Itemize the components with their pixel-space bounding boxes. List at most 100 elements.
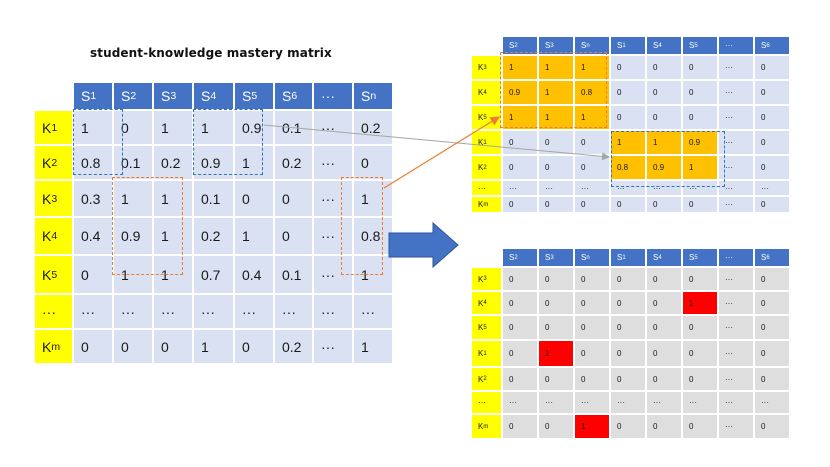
matrix-cell: 0 <box>539 292 573 314</box>
matrix-cell: 0.9 <box>114 218 152 254</box>
matrix-cell: ··· <box>275 295 312 328</box>
matrix-cell: 0 <box>755 197 789 212</box>
matrix-cell: ··· <box>719 197 753 212</box>
matrix-cell: 0 <box>503 131 537 154</box>
matrix-cell: 0 <box>575 368 609 390</box>
matrix-cell: 0.1 <box>194 181 233 216</box>
matrix-cell: ··· <box>539 392 573 413</box>
matrix-cell: 0.8 <box>354 218 392 254</box>
matrix-cell: 0.1 <box>275 256 312 293</box>
matrix-cell: ··· <box>719 392 753 413</box>
matrix-cell: 0 <box>539 415 573 438</box>
matrix-cell: ··· <box>719 316 753 339</box>
matrix-cell: 1 <box>683 292 717 314</box>
matrix-cell: ··· <box>354 295 392 328</box>
matrix-cell: ··· <box>719 56 753 79</box>
matrix-cell: ··· <box>314 330 352 363</box>
matrix-cell: 0.9 <box>503 81 537 104</box>
matrix-cell: 0 <box>683 197 717 212</box>
matrix-cell: ··· <box>611 181 645 195</box>
matrix-cell: ··· <box>503 181 537 195</box>
matrix-cell: ··· <box>314 146 352 179</box>
matrix-cell: ··· <box>314 111 352 144</box>
matrix-cell: 0 <box>114 330 152 363</box>
matrix-cell: 0 <box>683 368 717 390</box>
matrix-cell: 0.9 <box>683 131 717 154</box>
matrix-cell: 0 <box>647 341 681 366</box>
matrix-cell: 0.2 <box>354 111 392 144</box>
matrix-cell: 1 <box>539 106 573 129</box>
matrix-cell: 0 <box>755 341 789 366</box>
matrix-cell: ··· <box>755 181 789 195</box>
matrix-cell: 0 <box>755 368 789 390</box>
matrix-cell: 0 <box>647 368 681 390</box>
matrix-cell: ··· <box>647 392 681 413</box>
matrix-cell: 0 <box>539 156 573 179</box>
matrix-cell: ··· <box>194 295 233 328</box>
row-header: ··· <box>472 392 501 413</box>
matrix-cell: 0 <box>575 197 609 212</box>
matrix-cell: 0 <box>503 156 537 179</box>
matrix-cell: 0 <box>683 81 717 104</box>
matrix-cell: ··· <box>235 295 273 328</box>
matrix-cell: 0 <box>575 292 609 314</box>
matrix-cell: 0 <box>539 268 573 290</box>
matrix-cell: 0.1 <box>114 146 152 179</box>
transform-arrow <box>388 221 459 269</box>
matrix-cell: 1 <box>354 256 392 293</box>
matrix-cell: 0 <box>683 341 717 366</box>
column-header: ··· <box>719 37 753 54</box>
column-header: ··· <box>314 83 352 109</box>
matrix-cell: 1 <box>114 181 152 216</box>
matrix-cell: 0.9 <box>235 111 273 144</box>
matrix-cell: ··· <box>755 392 789 413</box>
matrix-cell: ··· <box>503 392 537 413</box>
matrix-cell: 0 <box>503 292 537 314</box>
matrix-cell: 0.2 <box>194 218 233 254</box>
matrix-cell: 0 <box>683 268 717 290</box>
matrix-cell: 1 <box>539 341 573 366</box>
matrix-cell: 0 <box>647 197 681 212</box>
matrix-cell: 0 <box>503 268 537 290</box>
matrix-cell: ··· <box>575 181 609 195</box>
matrix-cell: ··· <box>74 295 112 328</box>
matrix-cell: ··· <box>314 218 352 254</box>
matrix-cell: 0.8 <box>74 146 112 179</box>
matrix-cell: 1 <box>354 330 392 363</box>
matrix-cell: 1 <box>154 256 192 293</box>
row-header: ··· <box>472 181 501 195</box>
matrix-cell: 0.9 <box>194 146 233 179</box>
matrix-cell: 0 <box>275 181 312 216</box>
matrix-cell: 0 <box>755 131 789 154</box>
matrix-cell: ··· <box>611 392 645 413</box>
matrix-cell: 0 <box>539 316 573 339</box>
matrix-cell: 0 <box>611 415 645 438</box>
row-header: ··· <box>35 295 72 328</box>
matrix-cell: 0 <box>755 56 789 79</box>
matrix-cell: ··· <box>719 156 753 179</box>
matrix-cell: 0 <box>683 316 717 339</box>
matrix-cell: ··· <box>314 181 352 216</box>
matrix-cell: 0 <box>647 106 681 129</box>
matrix-cell: ··· <box>539 181 573 195</box>
matrix-cell: 0.9 <box>647 156 681 179</box>
matrix-cell: 0 <box>575 268 609 290</box>
matrix-cell: 0 <box>611 316 645 339</box>
